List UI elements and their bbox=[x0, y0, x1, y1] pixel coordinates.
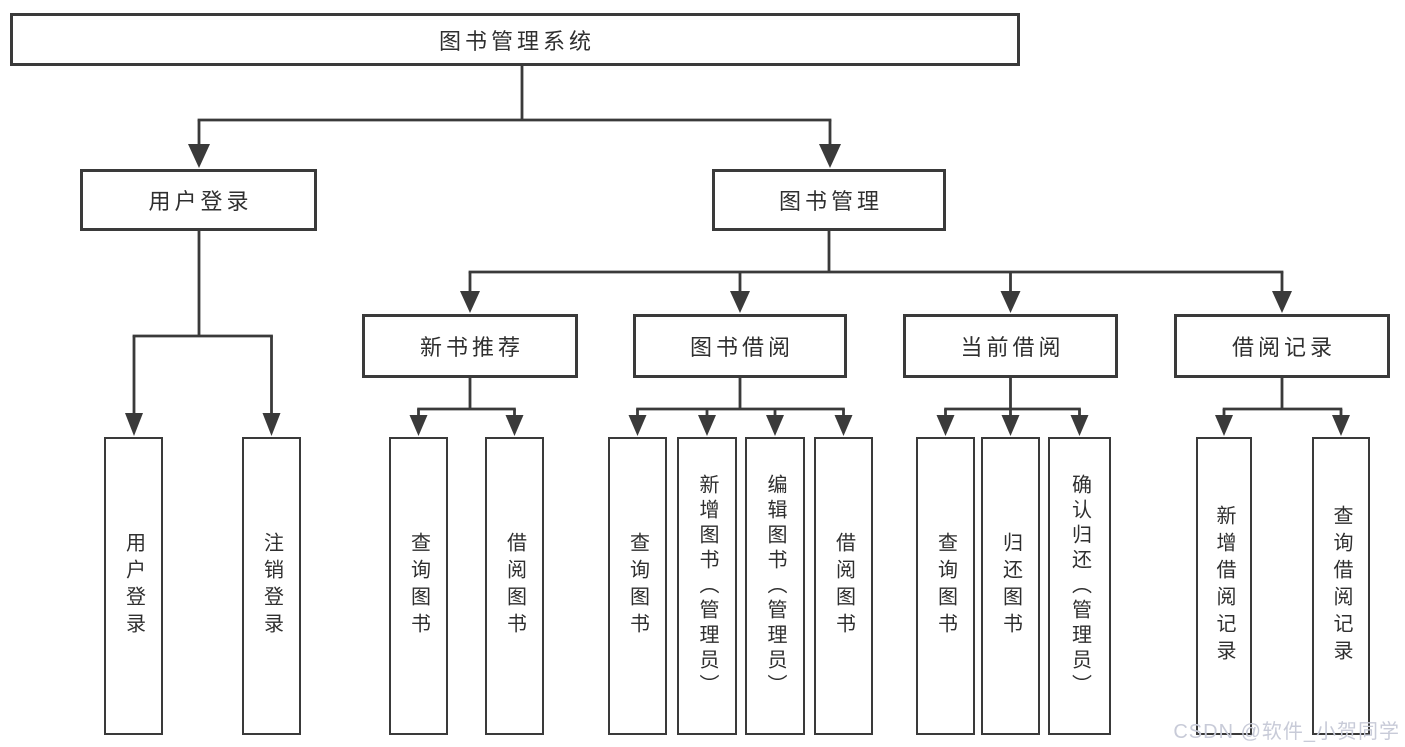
node-label: 用户登录 bbox=[148, 189, 253, 214]
csdn-watermark: CSDN @软件_小贺同学 bbox=[1173, 721, 1400, 743]
root-label: 图书管理系统 bbox=[438, 28, 595, 54]
node-label: 图书管理 bbox=[778, 189, 883, 214]
diagram-node-book-borrow: 图书借阅 bbox=[633, 314, 847, 378]
leaf-label: 编辑图书（管理员） bbox=[764, 473, 786, 699]
leaf-label: 查询借阅记录 bbox=[1330, 505, 1352, 667]
diagram-leaf-confirm-return-admin: 确认归还（管理员） bbox=[1048, 437, 1111, 735]
diagram-node-new-book-recommend: 新书推荐 bbox=[362, 314, 578, 378]
diagram-leaf-add-borrow-record: 新增借阅记录 bbox=[1196, 437, 1252, 735]
diagram-leaf-query-books-borrow: 查询图书 bbox=[608, 437, 667, 735]
diagram-leaf-edit-books-admin: 编辑图书（管理员） bbox=[745, 437, 805, 735]
diagram-leaf-logout: 注销登录 bbox=[242, 437, 301, 735]
leaf-label: 查询图书 bbox=[626, 532, 649, 640]
diagram-leaf-return-books: 归还图书 bbox=[981, 437, 1040, 735]
leaf-label: 新增图书（管理员） bbox=[696, 473, 718, 699]
diagram-leaf-borrow-books-recommend: 借阅图书 bbox=[485, 437, 544, 735]
leaf-label: 借阅图书 bbox=[503, 532, 526, 640]
leaf-label: 用户登录 bbox=[122, 532, 145, 640]
node-label: 图书借阅 bbox=[689, 335, 794, 360]
diagram-leaf-add-books-admin: 新增图书（管理员） bbox=[677, 437, 737, 735]
diagram-node-root: 图书管理系统 bbox=[10, 13, 1020, 66]
leaf-label: 新增借阅记录 bbox=[1213, 505, 1235, 667]
leaf-label: 注销登录 bbox=[260, 532, 283, 640]
diagram-node-current-borrow: 当前借阅 bbox=[903, 314, 1118, 378]
diagram-leaf-query-borrow-record: 查询借阅记录 bbox=[1312, 437, 1370, 735]
leaf-label: 归还图书 bbox=[999, 532, 1022, 640]
diagram-leaf-query-books-recommend: 查询图书 bbox=[389, 437, 448, 735]
leaf-label: 借阅图书 bbox=[832, 532, 855, 640]
diagram-leaf-query-books-current: 查询图书 bbox=[916, 437, 975, 735]
diagram-node-book-management: 图书管理 bbox=[712, 169, 946, 231]
node-label: 借阅记录 bbox=[1231, 335, 1336, 360]
node-label: 当前借阅 bbox=[960, 335, 1065, 360]
leaf-label: 查询图书 bbox=[934, 532, 957, 640]
leaf-label: 查询图书 bbox=[407, 532, 430, 640]
node-label: 新书推荐 bbox=[419, 335, 524, 360]
diagram-leaf-user-login: 用户登录 bbox=[104, 437, 163, 735]
arrowheads bbox=[125, 144, 1350, 436]
diagram-node-borrow-records: 借阅记录 bbox=[1174, 314, 1390, 378]
diagram-leaf-borrow-books: 借阅图书 bbox=[814, 437, 873, 735]
diagram-node-user-login: 用户登录 bbox=[80, 169, 317, 231]
leaf-label: 确认归还（管理员） bbox=[1068, 473, 1091, 699]
